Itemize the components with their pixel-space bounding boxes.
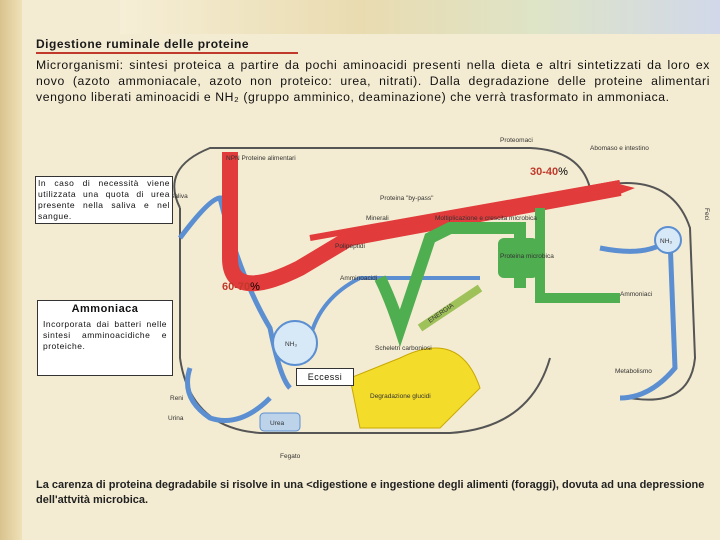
footer-note: La carenza di proteina degradabile si ri… [36,479,705,506]
ammonia-box-text: Incorporata dai batteri nelle sintesi am… [43,319,167,351]
microbial-protein-node [498,238,538,278]
background-band [120,0,720,34]
label-proteomics: Proteomaci [500,137,533,144]
title-underline [36,52,298,54]
urea-node [259,412,301,432]
label-fegato: Fegato [280,453,301,460]
bypass-red-flow [309,180,621,241]
label-energia: ENERGIA [427,302,456,325]
red-arrowhead [615,183,635,196]
protein-digestion-diagram: Proteomaci Abomaso e intestino NPN Prote… [150,128,720,468]
label-microbial-protein: Proteina microbica [500,253,554,260]
label-feci: Feci [703,208,710,220]
percent-60-70: 60-70% [222,281,260,293]
label-degradazione: Degradazione glucidi [370,393,431,400]
background-strip [0,0,22,540]
energy-arrow [417,284,483,332]
label-reni: Reni [170,395,183,402]
urea-flow [185,367,272,423]
label-metabolismo: Metabolismo [615,368,652,375]
excess-box: Eccessi [296,368,354,386]
label-minerali: Minerali [366,215,389,222]
ammonia-box-title: Ammoniaca [71,303,139,315]
degradation-yellow-shape [349,347,481,429]
label-moltiplicazione: Moltiplicazione e crescita microbica [435,215,537,222]
nh3-center-node [272,320,318,366]
nh3-right-node [654,226,682,254]
diagram-svg: Proteomaci Abomaso e intestino NPN Prote… [168,137,710,460]
label-nh3-center: NH₃ [285,341,297,348]
label-aminoacidi: Amminoacidi [340,275,377,282]
slide-title: Digestione ruminale delle proteine [36,37,250,51]
label-urina: Urina [168,415,184,422]
top-loop-line [173,147,591,209]
microbial-green-flow [535,208,620,303]
green-flow [374,222,526,347]
label-bypass: Proteina "by-pass" [380,195,434,202]
label-urea: Urea [270,420,284,427]
intro-paragraph: Microrganismi: sintesi proteica a partir… [36,58,710,104]
label-ammoniaci: Ammoniaci [620,291,652,298]
right-loop-line [589,182,697,401]
right-blue-flow [599,232,678,401]
label-nh3-right: NH₃ [660,238,672,245]
label-saliva: Saliva [170,193,188,200]
protein-red-flow [222,152,622,292]
label-npn: NPN Proteine alimentari [226,155,296,162]
ammonia-box: Ammoniaca Incorporata dai batteri nelle … [37,300,173,376]
label-polipeptidi: Polipeptidi [335,243,365,250]
label-abomasum: Abomaso e intestino [590,145,649,152]
urea-note-box: In caso di necessità viene utilizzata un… [35,176,173,224]
label-scheletri: Scheletri carboniosi [375,345,432,352]
percent-30-40: 30-40% [530,166,568,178]
